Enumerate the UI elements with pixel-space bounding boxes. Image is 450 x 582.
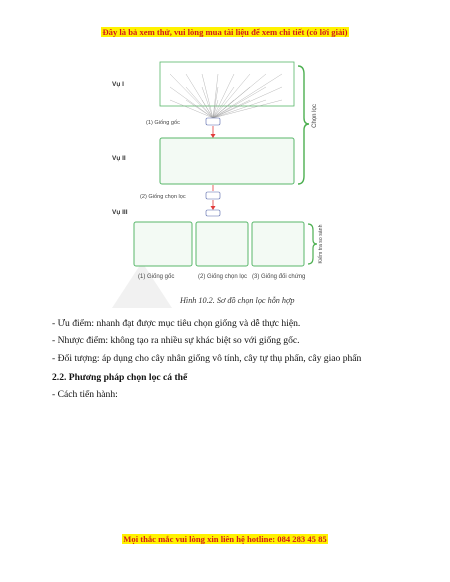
arrow-2-head xyxy=(210,206,216,210)
season-3-box-original xyxy=(133,221,193,267)
bottom-label-control: (3) Giống đối chứng xyxy=(252,274,305,280)
mass-selection-diagram: Vụ I Vụ II Vụ III (1) Giống gốc (2) Giốn… xyxy=(112,61,324,280)
figure-caption: Hình 10.2. Sơ đồ chọn lọc hỗn hợp xyxy=(180,296,295,305)
hotline-banner-text: Mọi thắc mắc vui lòng xin liên hệ hotlin… xyxy=(122,534,328,544)
procedure-line: - Cách tiến hành: xyxy=(52,389,118,400)
target-line: - Đối tượng: áp dụng cho cây nhân giống … xyxy=(52,353,362,364)
bottom-label-original: (1) Giống gốc xyxy=(138,274,174,280)
bottom-label-selected: (2) Giống chọn lọc xyxy=(198,274,247,280)
disadvantage-line: - Nhược điểm: không tạo ra nhiều sự khác… xyxy=(52,335,300,346)
brace-compare xyxy=(307,223,318,265)
seed-bag-icon-2 xyxy=(205,191,221,200)
section-heading: 2.2. Phương pháp chọn lọc cá thể xyxy=(52,372,188,383)
label-compare: Kiểm tra so sánh xyxy=(317,224,324,263)
season-3-label: Vụ III xyxy=(112,209,128,216)
season-1-label: Vụ I xyxy=(112,81,124,88)
season-1-field-box xyxy=(159,61,295,107)
label-selected-2: (2) Giống chọn lọc xyxy=(140,194,186,200)
seed-bag-icon-3 xyxy=(205,209,221,217)
label-selection: Chọn lọc xyxy=(312,104,318,128)
preview-banner-top: Đây là bả xem thử, vui lòng mua tài liệu… xyxy=(0,27,450,37)
season-2-label: Vụ II xyxy=(112,155,126,162)
hotline-banner: Mọi thắc mắc vui lòng xin liên hệ hotlin… xyxy=(0,534,450,544)
seed-bag-icon xyxy=(205,117,221,126)
arrow-1-head xyxy=(210,134,216,138)
label-original-1: (1) Giống gốc xyxy=(146,120,180,126)
preview-banner-top-text: Đây là bả xem thử, vui lòng mua tài liệu… xyxy=(101,27,349,37)
season-2-field-box xyxy=(159,137,295,185)
brace-selection xyxy=(297,65,310,185)
watermark-logo xyxy=(112,262,172,308)
selection-lines xyxy=(169,73,283,119)
season-3-box-control xyxy=(251,221,305,267)
advantage-line: - Ưu điểm: nhanh đạt được mục tiêu chọn … xyxy=(52,318,301,329)
season-3-box-selected xyxy=(195,221,249,267)
